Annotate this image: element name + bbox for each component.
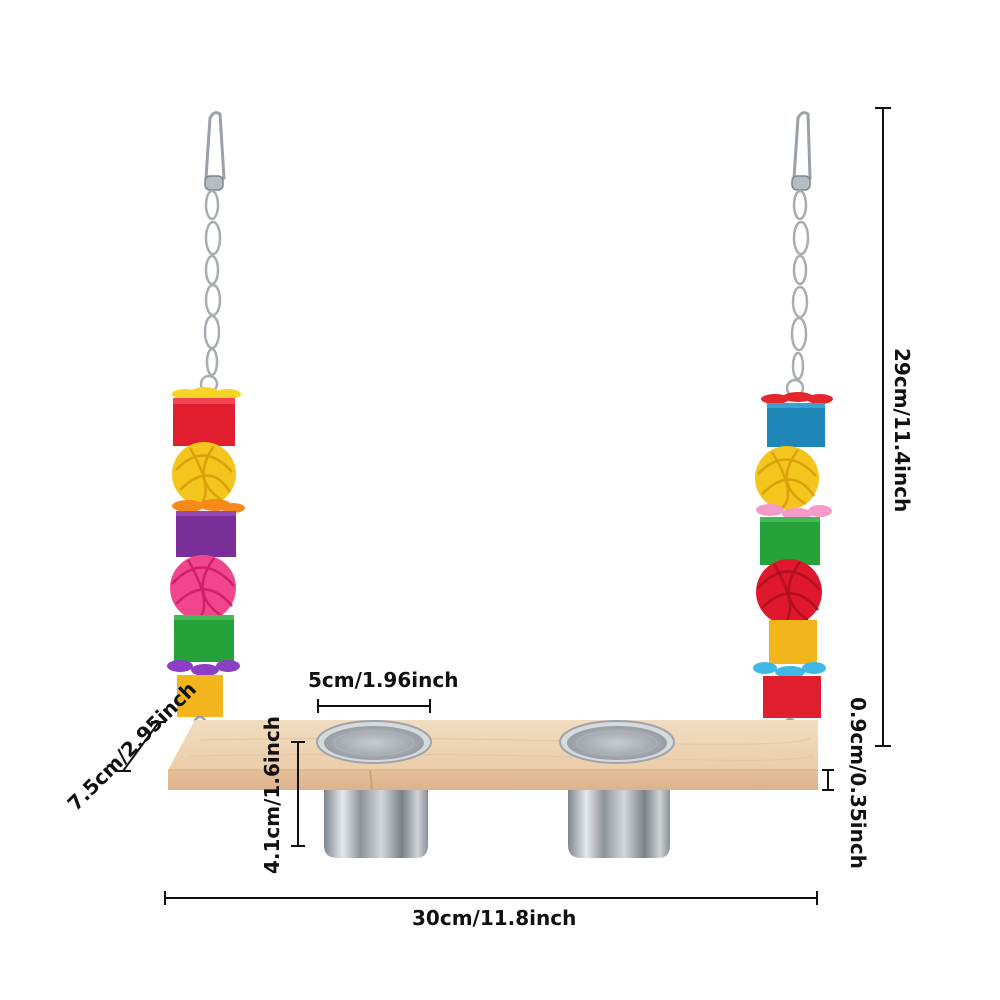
right-block-green-icon: [760, 517, 820, 565]
height-dimension-line: [875, 107, 891, 747]
dimension-lines: [116, 107, 891, 905]
total-height-label: 29cm/11.4inch: [890, 348, 914, 513]
left-ball-pink-icon: [170, 555, 236, 621]
left-block-green-icon: [174, 615, 234, 662]
left-flower-orange-icon: [172, 499, 245, 513]
length-label: 30cm/11.8inch: [412, 906, 577, 930]
right-hanging-strand: [753, 111, 833, 744]
left-snap-hook-icon: [204, 111, 226, 191]
right-flower-blue-icon: [753, 662, 826, 678]
cup-height-label: 4.1cm/1.6inch: [260, 715, 284, 874]
right-ball-red-icon: [756, 559, 822, 625]
right-flower-red-icon: [761, 392, 833, 404]
left-ball-yellow-icon: [172, 442, 236, 506]
cup-height-dimension-line: [291, 741, 305, 847]
left-cup-body-icon: [324, 786, 428, 858]
length-dimension-line: [164, 891, 818, 905]
left-block-purple-icon: [176, 511, 236, 557]
right-snap-hook-icon: [791, 111, 812, 191]
left-flower-purple-icon: [167, 660, 240, 676]
right-block-red-icon: [763, 676, 821, 718]
right-cup-rim-icon: [559, 720, 675, 764]
right-cup-body-icon: [568, 786, 670, 858]
left-hanging-strand: [167, 111, 245, 744]
thickness-label: 0.9cm/0.35inch: [846, 697, 870, 869]
cup-diameter-dimension-line: [317, 699, 431, 713]
right-ball-yellow-icon: [755, 446, 819, 510]
left-block-yellow-icon: [177, 675, 223, 717]
left-cup-rim-icon: [316, 720, 432, 764]
right-block-yellow-icon: [769, 620, 817, 664]
depth-dimension-line: [116, 721, 166, 772]
right-chain-icon: [785, 189, 810, 398]
right-block-blue-icon: [767, 403, 825, 447]
cup-diameter-label: 5cm/1.96inch: [308, 668, 459, 692]
left-block-red-icon: [173, 398, 235, 446]
left-chain-icon: [199, 189, 222, 394]
thickness-dimension-line: [822, 769, 834, 791]
